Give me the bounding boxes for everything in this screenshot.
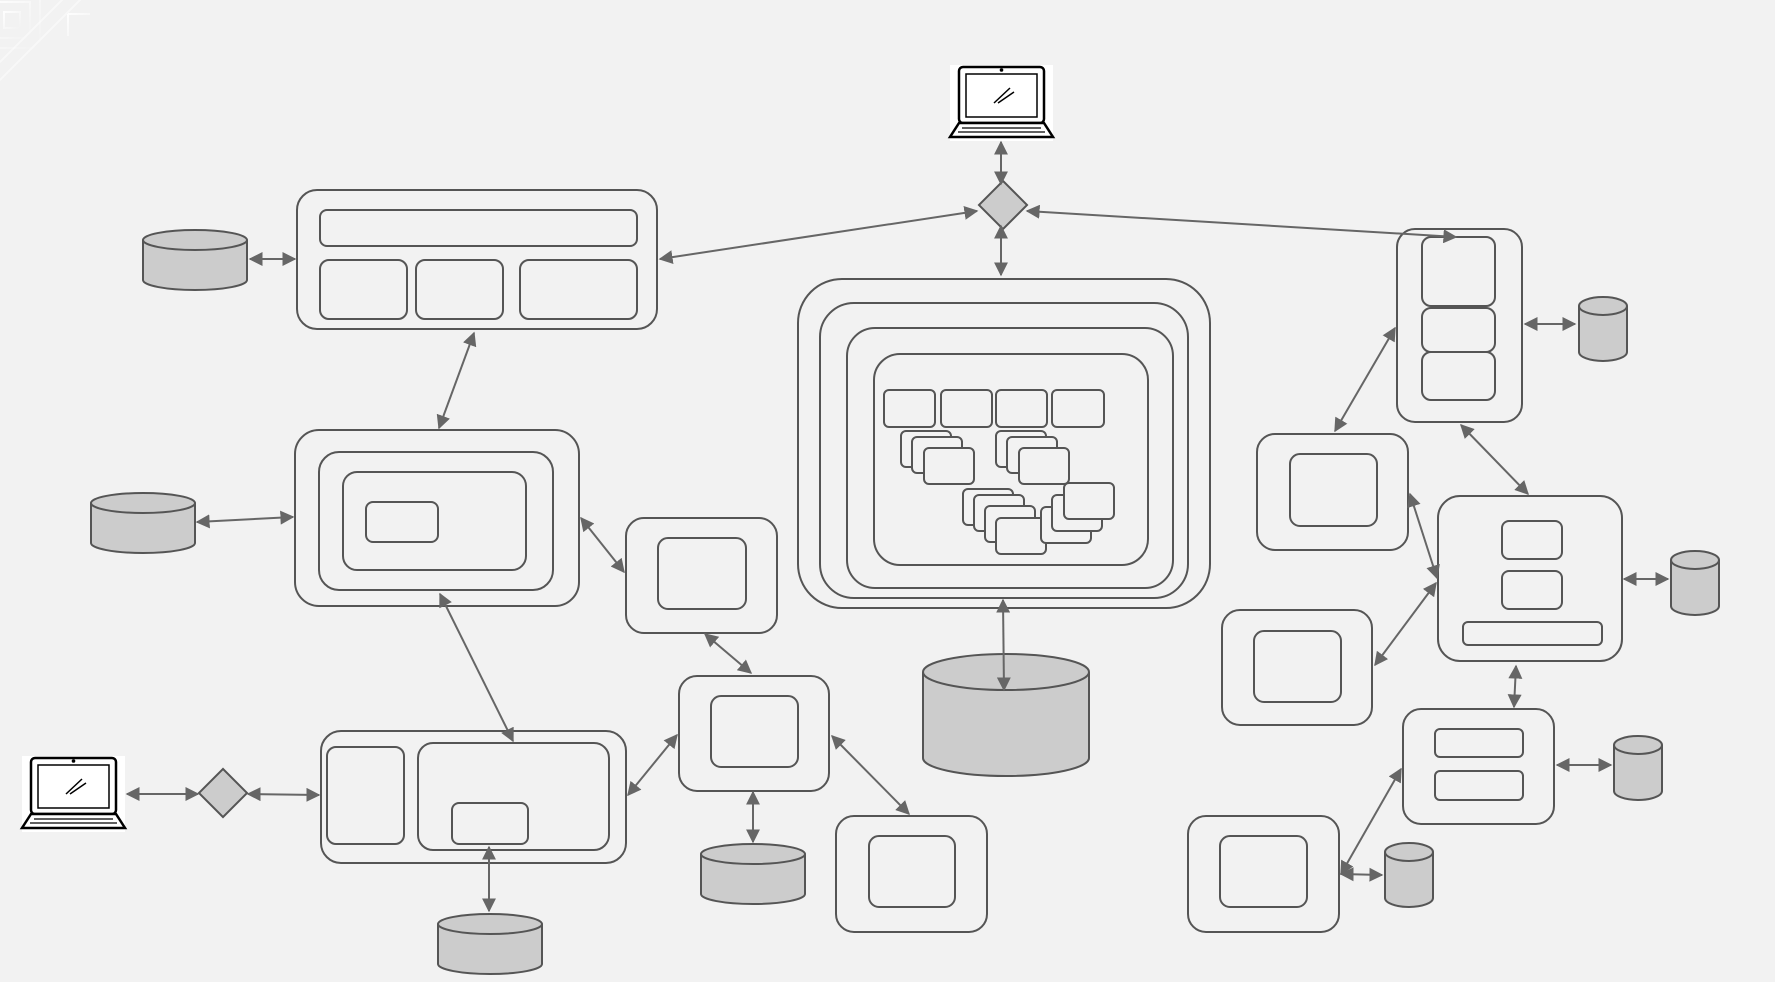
right-box-e [1221,609,1373,726]
database-icon [1670,550,1720,616]
connector [703,633,753,674]
connector [1334,326,1396,433]
connector [195,510,295,529]
diamond-icon [977,179,1029,231]
database-icon [1384,842,1434,908]
connector [1507,664,1523,709]
connector [1340,767,1402,876]
database-icon [90,492,196,554]
right-box-d [1256,433,1409,551]
database-icon [142,229,248,291]
database-icon [437,913,543,975]
right-top-stack-component [1396,228,1523,423]
large-database-icon [922,653,1090,777]
right-middle-component [1437,495,1623,662]
connector [831,735,910,815]
connector [1460,423,1529,496]
database-icon [700,843,806,905]
database-icon [1613,735,1663,801]
bottom-left-component [320,730,627,864]
connector [627,733,678,797]
connector [658,205,979,265]
laptop-icon [19,756,128,832]
central-stack-1 [900,430,975,485]
corner-maze-pattern [0,0,90,82]
laptop-icon [947,65,1056,141]
connector [246,787,321,802]
connector [1339,867,1384,882]
connector [1374,581,1437,667]
central-stack-2 [995,430,1070,485]
right-lower-component [1402,708,1555,825]
central-stack-4 [1040,482,1115,544]
right-box-f [1187,815,1340,933]
connector [439,592,514,743]
diamond-icon [197,767,249,819]
service-box-a [625,517,778,634]
central-stack-3 [962,488,1047,555]
database-icon [1578,296,1628,362]
service-box-c [835,815,988,933]
connector [1407,492,1440,580]
connector [580,516,625,574]
service-box-b [678,675,830,792]
mid-left-nested-component [294,429,580,607]
top-left-component [296,189,658,330]
connector [436,331,477,430]
connector [1025,204,1458,244]
connector [996,598,1011,692]
